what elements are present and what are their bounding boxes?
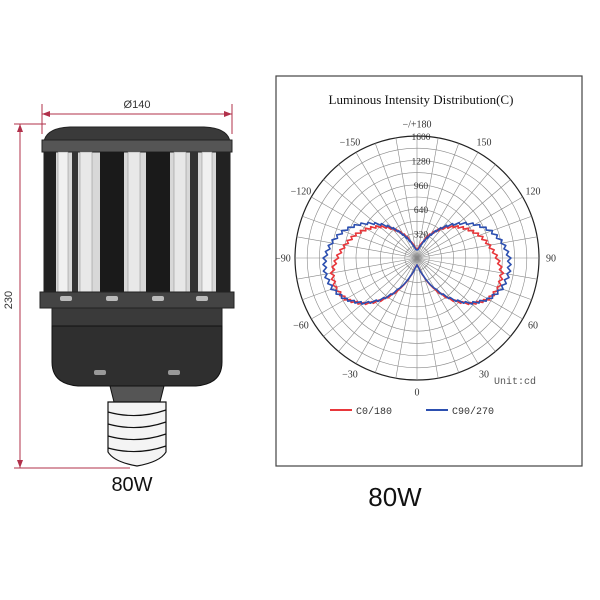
grid-spoke [416, 236, 538, 259]
lamp-fin-light-5 [201, 151, 213, 295]
angle-label: 0 [415, 388, 420, 399]
lamp-fin-dark-6 [216, 152, 230, 294]
legend-label-c90-270: C90/270 [452, 406, 494, 418]
lamp-neck [51, 307, 223, 327]
chart-caption: 80W [368, 482, 422, 512]
series-line-c90-270 [322, 221, 512, 305]
grid-spoke [416, 137, 439, 259]
lamp-fin-dark-4 [146, 152, 170, 294]
grid-spoke [416, 257, 523, 320]
lamp-slot-3 [152, 296, 164, 301]
grid-spoke [323, 257, 418, 337]
lamp-fin-light-3 [127, 151, 141, 295]
legend-label-c0-180: C0/180 [356, 406, 392, 418]
lamp-fin-dark-5 [190, 152, 198, 294]
grid-spoke [416, 152, 479, 259]
lamp-screw-thread [107, 409, 167, 453]
radial-tick-label: 960 [414, 182, 429, 192]
grid-spoke [311, 257, 418, 320]
lamp-vent-2 [168, 370, 180, 375]
chart-frame [275, 75, 583, 467]
grid-spoke [355, 152, 418, 259]
polar-series [322, 221, 512, 306]
angle-label: −60 [293, 321, 309, 332]
radial-tick-label: 1280 [412, 157, 431, 167]
lamp-slot-2 [106, 296, 118, 301]
polar-angle-labels: 0 30 −30 60 −60 90 −90 120 −120 150 −150 −/+180 [275, 120, 556, 399]
grid-spoke [416, 215, 532, 259]
polar-grid [294, 135, 540, 381]
radial-tick-label: 640 [414, 206, 429, 216]
lamp-base-collar [109, 385, 165, 403]
grid-spoke [416, 164, 496, 259]
lamp-driver-housing [51, 325, 223, 387]
diameter-arrow-left [42, 111, 50, 117]
grid-spoke [416, 257, 479, 364]
unit-label: Unit:cd [494, 376, 536, 388]
lamp-fin-dark-3 [100, 152, 124, 294]
angle-label: −30 [342, 370, 358, 381]
radial-tick-label: 1600 [412, 133, 431, 143]
grid-spoke [302, 257, 418, 301]
lamp-slot-1 [60, 296, 72, 301]
diameter-arrow-right [224, 111, 232, 117]
angle-label: −150 [340, 138, 361, 149]
height-arrow-top [17, 124, 23, 132]
grid-spoke [416, 257, 496, 352]
diameter-label: Ø140 [124, 99, 151, 111]
lamp-slot-4 [196, 296, 208, 301]
grid-spoke [311, 196, 418, 259]
lamp-fin-dark-1 [44, 152, 56, 294]
angle-label: −120 [291, 187, 312, 198]
grid-spoke [374, 143, 418, 259]
grid-spoke [416, 143, 460, 259]
angle-label: −90 [275, 254, 291, 265]
grid-spoke [416, 257, 511, 337]
angle-label: 90 [546, 254, 556, 265]
radial-tick-label: 320 [414, 231, 429, 241]
angle-label: −/+180 [402, 120, 431, 131]
angle-label: 30 [479, 370, 489, 381]
grid-spoke [323, 179, 418, 259]
lamp-vent-1 [94, 370, 106, 375]
lamp-caption: 80W [111, 474, 153, 496]
angle-label: 120 [526, 187, 541, 198]
height-label: 230 [3, 291, 15, 309]
grid-spoke [416, 257, 439, 379]
lamp-fin-light-1 [57, 151, 69, 295]
grid-spoke [395, 257, 418, 379]
lamp-top-cap [43, 126, 231, 143]
grid-spoke [296, 236, 418, 259]
angle-label: 60 [528, 321, 538, 332]
lamp-fin-light-4 [173, 151, 187, 295]
chart-title: Luminous Intensity Distribution(C) [329, 92, 514, 107]
grid-spoke [338, 164, 418, 259]
chart-legend: C0/180 C90/270 [330, 406, 494, 418]
lamp-drawing: Ø140 230 [3, 99, 235, 469]
grid-spoke [416, 257, 538, 280]
grid-spoke [395, 137, 418, 259]
angle-label: 150 [477, 138, 492, 149]
grid-spoke [416, 257, 532, 301]
grid-spoke [338, 257, 418, 352]
lamp-top-rim [41, 139, 233, 153]
grid-spoke [302, 215, 418, 259]
polar-radial-labels: 320 640 960 1280 1600 [412, 133, 431, 241]
lamp-fin-dark-2 [72, 152, 78, 294]
grid-spoke [296, 257, 418, 280]
lamp-screw-base [107, 401, 167, 467]
grid-spoke [416, 196, 523, 259]
grid-spoke [355, 257, 418, 364]
height-arrow-bottom [17, 460, 23, 468]
lamp-fin-light-2 [79, 151, 93, 295]
grid-spoke [416, 179, 511, 259]
